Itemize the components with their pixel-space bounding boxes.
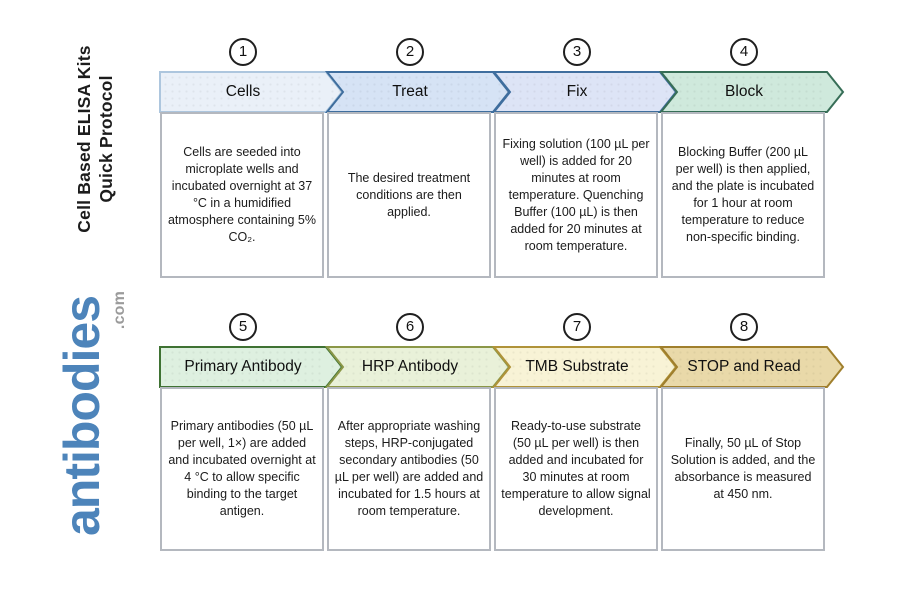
step-1: 1 Cells Cells are seeded into microplate… <box>159 38 344 288</box>
banner-label: Treat <box>392 83 428 100</box>
step-description: Primary antibodies (50 µL per well, 1×) … <box>160 387 324 551</box>
banner-label: Primary Antibody <box>184 358 302 375</box>
step-banner: Block <box>658 71 845 113</box>
brand-tld: .com <box>111 290 128 330</box>
step-description: After appropriate washing steps, HRP-con… <box>327 387 491 551</box>
title-line-1: Cell Based ELISA Kits <box>74 45 94 233</box>
step-banner: Fix <box>491 71 678 113</box>
step-number-badge: 4 <box>730 38 758 66</box>
step-description: The desired treatment conditions are the… <box>327 112 491 278</box>
banner-label: TMB Substrate <box>525 358 629 375</box>
step-description-text: Primary antibodies (50 µL per well, 1×) … <box>168 419 316 518</box>
brand-logo: antibodies <box>54 295 110 537</box>
step-5: 5 Primary Antibody Primary antibodies (5… <box>159 313 344 563</box>
step-banner: Cells <box>159 71 344 113</box>
step-number-badge: 3 <box>563 38 591 66</box>
step-description: Fixing solution (100 µL per well) is add… <box>494 112 658 278</box>
page-title: Cell Based ELISA Kits Quick Protocol <box>73 37 119 241</box>
step-description-text: Blocking Buffer (200 µL per well) is the… <box>671 145 815 244</box>
step-number-badge: 2 <box>396 38 424 66</box>
step-number-badge: 6 <box>396 313 424 341</box>
step-description-text: Fixing solution (100 µL per well) is add… <box>502 136 650 253</box>
step-banner: HRP Antibody <box>324 346 511 388</box>
step-description-text: Ready-to-use substrate (50 µL per well) … <box>501 419 651 518</box>
step-description: Blocking Buffer (200 µL per well) is the… <box>661 112 825 278</box>
step-number-badge: 1 <box>229 38 257 66</box>
step-number-badge: 5 <box>229 313 257 341</box>
banner-label: STOP and Read <box>687 358 801 375</box>
step-description-text: The desired treatment conditions are the… <box>347 170 471 219</box>
step-2: 2 Treat The desired treatment conditions… <box>324 38 511 288</box>
step-8: 8 STOP and Read Finally, 50 µL of Stop S… <box>658 313 845 563</box>
step-description-text: Cells are seeded into microplate wells a… <box>167 145 316 244</box>
step-description-text: After appropriate washing steps, HRP-con… <box>334 419 484 518</box>
step-3: 3 Fix Fixing solution (100 µL per well) … <box>491 38 678 288</box>
step-banner: Treat <box>324 71 511 113</box>
step-4: 4 Block Blocking Buffer (200 µL per well… <box>658 38 845 288</box>
banner-arrow-shape <box>658 346 845 388</box>
banner-label: Fix <box>566 83 588 100</box>
step-banner: Primary Antibody <box>159 346 344 388</box>
banner-label: Cells <box>225 83 261 100</box>
step-banner: STOP and Read <box>658 346 845 388</box>
flowchart: 1 Cells Cells are seeded into microplate… <box>159 0 859 594</box>
step-number-badge: 8 <box>730 313 758 341</box>
step-banner: TMB Substrate <box>491 346 678 388</box>
step-description: Finally, 50 µL of Stop Solution is added… <box>661 387 825 551</box>
banner-label: HRP Antibody <box>361 358 459 375</box>
step-description: Cells are seeded into microplate wells a… <box>160 112 324 278</box>
step-number-badge: 7 <box>563 313 591 341</box>
step-6: 6 HRP Antibody After appropriate washing… <box>324 313 511 563</box>
step-description: Ready-to-use substrate (50 µL per well) … <box>494 387 658 551</box>
banner-label: Block <box>725 83 763 100</box>
step-description-text: Finally, 50 µL of Stop Solution is added… <box>670 436 816 501</box>
step-7: 7 TMB Substrate Ready-to-use substrate (… <box>491 313 678 563</box>
title-line-2: Quick Protocol <box>96 75 116 203</box>
banner-arrow-shape <box>658 71 845 113</box>
